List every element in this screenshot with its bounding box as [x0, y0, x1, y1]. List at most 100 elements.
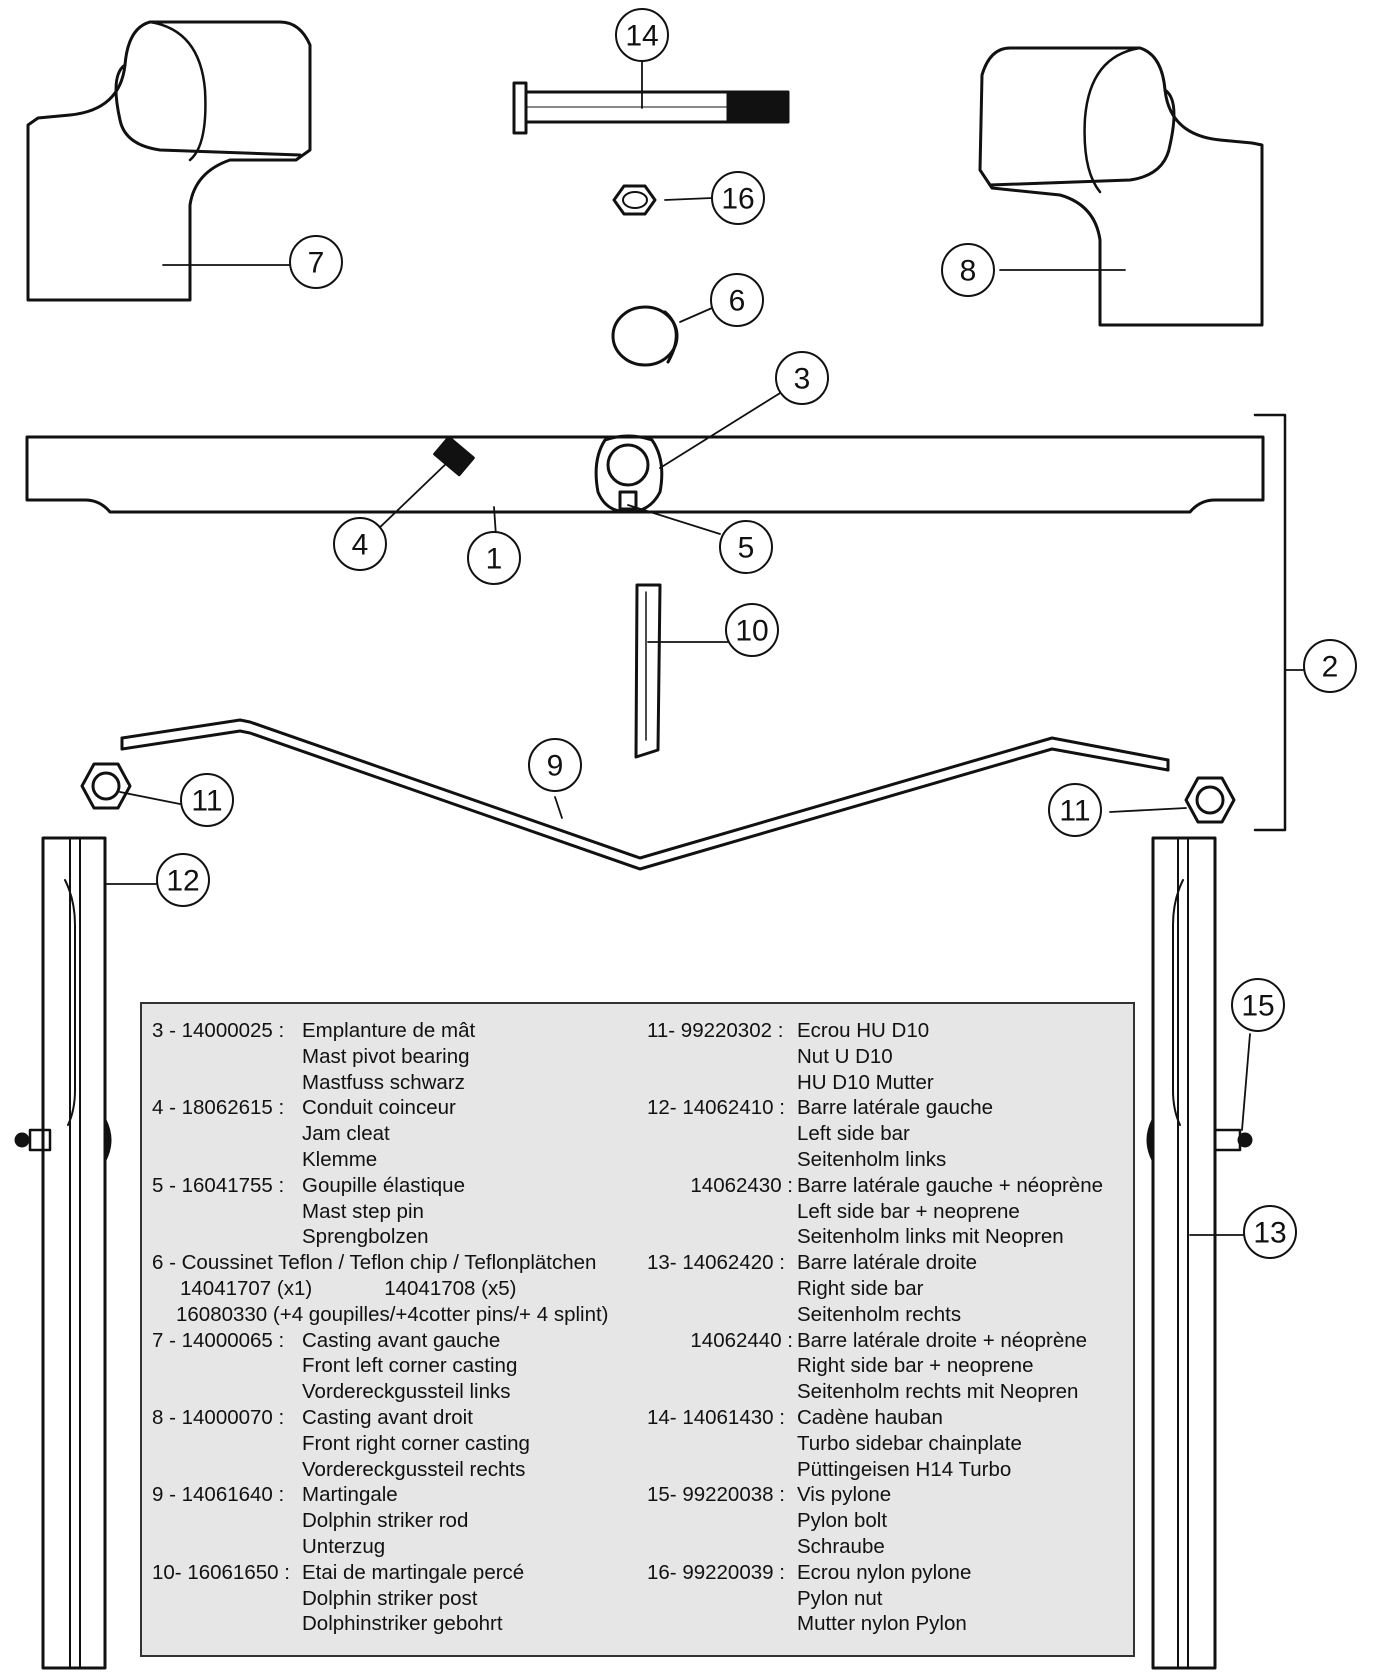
callout-label: 12 [166, 865, 199, 898]
dolphin-striker-rod [120, 718, 1170, 871]
part-description: Schraube [797, 1534, 885, 1558]
front-right-corner-casting [978, 46, 1264, 327]
part-description: Casting avant droit [302, 1405, 473, 1429]
legend-item-6-codes: 14041707 (x1)14041708 (x5) [152, 1276, 632, 1302]
part-code: 7 - 14000065 : [152, 1328, 285, 1352]
callout-1 [467, 531, 521, 585]
part-description: Front right corner casting [302, 1431, 530, 1455]
part-description: Vordereckgussteil links [302, 1380, 511, 1404]
part-code: 4 - 18062615 : [152, 1096, 285, 1120]
legend-entry: 3 - 14000025 :Emplanture de mât [152, 1018, 632, 1044]
part-description: Barre latérale gauche + néoprène [797, 1173, 1104, 1197]
part-description: Mast pivot bearing [302, 1044, 470, 1068]
callout-label: 7 [308, 247, 325, 280]
callout-6 [710, 273, 764, 327]
callout-9 [528, 738, 582, 792]
callout-label: 11 [191, 785, 222, 818]
part-code: 13- 14062420 : [647, 1251, 785, 1275]
part-description: Sprengbolzen [302, 1225, 429, 1249]
callout-label: 8 [960, 255, 977, 288]
front-crossbar [25, 435, 1265, 514]
pylon-bolt [512, 81, 790, 135]
legend-item-6-title: 6 - Coussinet Teflon / Teflon chip / Tef… [152, 1251, 597, 1275]
pylon-nut [612, 184, 657, 216]
part-code: 3 - 14000025 : [152, 1019, 285, 1042]
part-code: 16- 99220039 : [647, 1560, 785, 1584]
part-description: Barre latérale droite [797, 1251, 978, 1275]
part-description: Cadène hauban [797, 1405, 943, 1429]
callout-11-right [1048, 783, 1102, 837]
legend-entry: 9 - 14061640 :Martingale [152, 1482, 632, 1508]
callout-7 [289, 235, 343, 289]
part-description: Right side bar [797, 1276, 924, 1300]
part-description: Dolphinstriker gebohrt [302, 1612, 503, 1636]
part-description: Unterzug [302, 1534, 386, 1558]
part-description: Ecrou nylon pylone [797, 1560, 972, 1584]
bracket-assembly-2 [1253, 413, 1287, 832]
legend-entry: 4 - 18062615 :Conduit coinceur [152, 1095, 632, 1121]
part-code: 14- 14061430 : [647, 1405, 785, 1429]
part-description: Dolphin striker post [302, 1586, 478, 1610]
callout-15 [615, 8, 669, 62]
part-description: Left side bar [797, 1122, 910, 1146]
leader-lines [104, 59, 1306, 1236]
part-code: 8 - 14000070 : [152, 1405, 285, 1429]
callout-13 [1243, 1205, 1297, 1259]
part-description: Seitenholm rechts mit Neopren [797, 1380, 1079, 1404]
part-description: Seitenholm rechts [797, 1302, 962, 1326]
callout-16 [711, 171, 765, 225]
legend-entry: 13- 14062420 : Barre latérale droite [647, 1250, 1127, 1276]
callout-label: 11 [1059, 795, 1090, 828]
legend-entry: 7 - 14000065 :Casting avant gauche [152, 1328, 632, 1354]
callout-5 [719, 520, 773, 574]
callout-11-left [180, 773, 234, 827]
legend-entry: 14062440 :Barre latérale droite + néoprè… [647, 1328, 1127, 1354]
part-description: Püttingeisen H14 Turbo [797, 1457, 1012, 1481]
legend-entry: 12- 14062410 :Barre latérale gauche [647, 1095, 1127, 1121]
legend-entry: 8 - 14000070 : Casting avant droit [152, 1405, 632, 1431]
sidebar-chainplate [1213, 1128, 1253, 1152]
part-code: 11- 99220302 : [647, 1019, 784, 1042]
callout-12 [156, 853, 210, 907]
dolphin-striker-post [634, 583, 662, 759]
part-description: Turbo sidebar chainplate [797, 1431, 1022, 1455]
jam-cleat [433, 435, 475, 477]
part-description: Mast step pin [302, 1199, 424, 1223]
part-description: Vordereckgussteil rechts [302, 1457, 526, 1481]
part-description: Goupille élastique [302, 1173, 465, 1197]
part-code: 10- 16061650 : [152, 1560, 290, 1584]
callout-label: 9 [547, 750, 564, 783]
part-description: Pylon bolt [797, 1509, 888, 1533]
legend-entry: 10- 16061650 :Etai de martingale percé [152, 1560, 632, 1586]
legend-entry: 5 - 16041755 :Goupille élastique [152, 1173, 632, 1199]
part-code: 14062430 : [690, 1173, 793, 1197]
callout-label: 16 [721, 183, 754, 216]
legend-entry: 16- 99220039 : Ecrou nylon pylone [647, 1560, 1127, 1586]
legend-entry: 11- 99220302 : Ecrou HU D10 [647, 1018, 1127, 1044]
part-code: 15- 99220038 : [647, 1483, 785, 1507]
part-description: Mastfuss schwarz [302, 1070, 465, 1094]
legend-entry: 14- 14061430 : Cadène hauban [647, 1405, 1127, 1431]
part-description: Vis pylone [797, 1483, 892, 1507]
part-description: Seitenholm links [797, 1147, 947, 1171]
legend-item-6-code-a: 14041707 (x1) [180, 1276, 313, 1300]
callout-4 [333, 517, 387, 571]
part-description: Barre latérale droite + néoprène [797, 1328, 1088, 1352]
legend-entry: 14062430 :Barre latérale gauche + néoprè… [647, 1173, 1127, 1199]
legend-entry: 15- 99220038 : Vis pylone [647, 1482, 1127, 1508]
part-description: Mutter nylon Pylon [797, 1612, 967, 1636]
callout-label: 10 [735, 615, 768, 648]
legend-item-6-extra: 16080330 (+4 goupilles/+4cotter pins/+ 4… [176, 1302, 609, 1326]
callout-label: 3 [794, 363, 811, 396]
callout-8 [941, 243, 995, 297]
callout-2 [1303, 639, 1357, 693]
callout-label: 13 [1253, 1217, 1286, 1250]
part-description: Ecrou HU D10 [797, 1019, 930, 1042]
part-description: Martingale [302, 1483, 398, 1507]
callout-label: 14 [625, 20, 658, 53]
callout-label: 15 [1241, 990, 1274, 1023]
callout-14 [1231, 978, 1285, 1032]
